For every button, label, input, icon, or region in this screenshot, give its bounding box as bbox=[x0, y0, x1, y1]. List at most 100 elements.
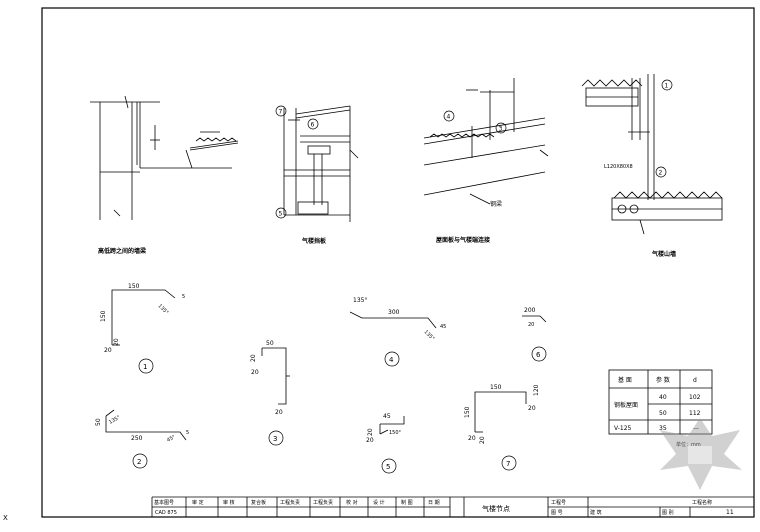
callout-1-top: 1 bbox=[661, 79, 673, 91]
svg-text:6: 6 bbox=[311, 122, 315, 129]
title-right-e: 工程名称 bbox=[692, 499, 712, 506]
table-cell-r3-a: V-125 bbox=[614, 425, 632, 432]
f6-top: 200 bbox=[524, 307, 536, 314]
f7-tip: 20 bbox=[528, 405, 536, 412]
title-cell-2: 审 定 bbox=[192, 499, 204, 506]
detail-caption-2: 气楼挡板 bbox=[301, 237, 327, 245]
f2-tip: 5 bbox=[186, 430, 189, 436]
f1-top: 150 bbox=[128, 283, 140, 290]
title-cell-9: 制 图 bbox=[401, 499, 413, 506]
callout-4-top: 4 bbox=[443, 110, 455, 122]
title-right-b: 图 号 bbox=[551, 510, 563, 516]
detail-roof-panel bbox=[423, 78, 549, 205]
f5-top: 45 bbox=[383, 413, 391, 420]
svg-text:1: 1 bbox=[665, 83, 669, 90]
callout-7-top: 7 bbox=[275, 105, 287, 117]
title-cell-5: 工程负责 bbox=[280, 499, 300, 506]
callout-2-top: 2 bbox=[655, 166, 667, 178]
f3-bottom: 20 bbox=[275, 409, 283, 416]
table-cell-r2-b: 112 bbox=[689, 410, 701, 417]
table-cell-r1-a: 40 bbox=[659, 394, 667, 401]
f2-angle-a: 135° bbox=[108, 414, 122, 425]
f5-bot: 20 bbox=[366, 437, 374, 444]
svg-text:2: 2 bbox=[659, 170, 663, 177]
flashing-callout-7: 7 bbox=[501, 455, 517, 471]
title-right-c: 建 筑 bbox=[590, 509, 602, 516]
table-header-2: 参 数 bbox=[656, 376, 670, 384]
title-cell-6: 工程负责 bbox=[313, 499, 333, 506]
flashing-profile-4 bbox=[349, 311, 437, 329]
callout-6-top: 6 bbox=[307, 118, 319, 130]
table-unit: 单位：mm bbox=[676, 441, 701, 448]
title-cell-8: 设 计 bbox=[373, 499, 385, 506]
f6-tip: 20 bbox=[528, 322, 534, 328]
table-cell-r1-b: 102 bbox=[689, 394, 701, 401]
f7-bot-b: 20 bbox=[479, 436, 486, 444]
f1-bot-b: 20 bbox=[113, 338, 120, 346]
table-cell-r2-a: 50 bbox=[659, 410, 667, 417]
title-cell-4: 复合板 bbox=[251, 499, 266, 506]
svg-text:5: 5 bbox=[279, 211, 283, 218]
flashing-profile-3 bbox=[261, 347, 290, 405]
flashing-callout-3: 3 bbox=[268, 430, 284, 446]
f1-angle: 135° bbox=[157, 303, 170, 316]
beam-label: 钢梁 bbox=[490, 200, 502, 208]
f4-angle-a: 135° bbox=[353, 297, 367, 304]
sheet-number: 11 bbox=[726, 509, 734, 516]
flashing-profile-1 bbox=[111, 289, 176, 346]
detail-skylight-baffle bbox=[283, 105, 359, 222]
corner-mark: X bbox=[3, 514, 8, 522]
detail-caption-4: 气楼山墙 bbox=[651, 250, 676, 258]
flashing-profile-2 bbox=[105, 409, 187, 441]
flashing-callout-1: 1 bbox=[138, 358, 154, 374]
f3-left-a: 20 bbox=[250, 354, 257, 362]
flashing-profile-6 bbox=[522, 315, 547, 323]
f4-top: 300 bbox=[388, 309, 400, 316]
svg-text:3: 3 bbox=[273, 435, 277, 443]
flashing-callout-4: 4 bbox=[384, 351, 400, 367]
f5-left: 20 bbox=[367, 428, 374, 436]
svg-text:7: 7 bbox=[279, 109, 283, 116]
f1-tip: 5 bbox=[182, 294, 185, 300]
table-cell-r3-b: 35 bbox=[659, 425, 667, 432]
svg-text:2: 2 bbox=[137, 458, 141, 466]
outer-frame bbox=[41, 7, 755, 518]
title-cell-7: 校 对 bbox=[346, 499, 358, 506]
flashing-callout-5: 5 bbox=[381, 458, 397, 474]
callout-5-top: 5 bbox=[275, 207, 287, 219]
table-header-1: 基 面 bbox=[618, 376, 632, 384]
f2-left: 50 bbox=[95, 418, 102, 426]
table-row-label: 钢板屋面 bbox=[614, 401, 638, 409]
f7-top: 150 bbox=[490, 384, 502, 391]
f2-angle-b: 45° bbox=[166, 434, 177, 444]
detail-skylight-gable bbox=[581, 74, 723, 235]
f5-angle: 150° bbox=[389, 430, 402, 436]
drawing-title: 气楼节点 bbox=[482, 504, 510, 513]
f4-angle-b: 135° bbox=[423, 329, 436, 342]
detail-caption-3: 屋面板与气楼端连接 bbox=[436, 236, 490, 244]
title-sub: CAD 875 bbox=[155, 510, 177, 516]
svg-text:4: 4 bbox=[447, 114, 451, 121]
title-cell-1: 基本图号 bbox=[154, 499, 174, 506]
f1-bot-a: 20 bbox=[104, 347, 112, 354]
f3-left-b: 20 bbox=[251, 369, 259, 376]
f3-top: 50 bbox=[266, 340, 274, 347]
svg-text:1: 1 bbox=[143, 363, 147, 371]
flashing-profile-5 bbox=[379, 416, 405, 435]
parameter-table bbox=[608, 369, 713, 435]
flashing-callout-2: 2 bbox=[132, 453, 148, 469]
f2-bottom: 250 bbox=[131, 435, 143, 442]
svg-text:7: 7 bbox=[506, 460, 510, 468]
detail-high-low-span bbox=[90, 95, 239, 220]
callout-3-top: 3 bbox=[495, 122, 507, 134]
flashing-callout-6: 6 bbox=[531, 346, 547, 362]
f7-bot-a: 20 bbox=[468, 435, 476, 442]
title-block bbox=[151, 496, 754, 517]
table-header-3: d bbox=[693, 377, 697, 384]
svg-text:4: 4 bbox=[389, 356, 394, 364]
title-right-a: 工程号 bbox=[551, 499, 566, 506]
title-cell-10: 日 期 bbox=[428, 500, 440, 506]
f7-left: 150 bbox=[464, 406, 471, 418]
